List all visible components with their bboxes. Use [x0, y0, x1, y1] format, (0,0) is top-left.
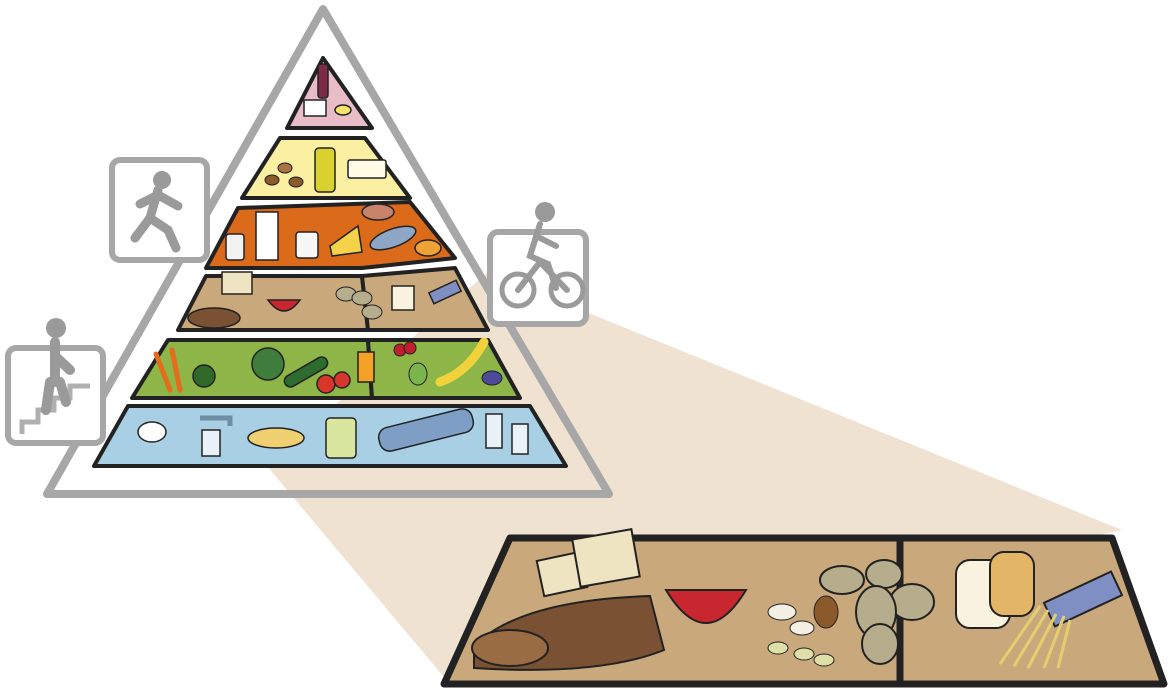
tier-water-drinks: [94, 406, 566, 466]
tomato-icon: [317, 375, 335, 393]
lettuce-icon: [252, 348, 284, 380]
egg-icon: [415, 240, 441, 256]
sliced-bread-icon: [956, 552, 1034, 628]
plums-icon: [482, 371, 502, 385]
juice-glass-icon: [358, 352, 374, 382]
tier-grains-potatoes: [178, 268, 488, 330]
oil-bottle-icon: [315, 148, 335, 192]
tier-vegetables-fruits: [132, 340, 520, 398]
cyclist-icon: [490, 202, 586, 324]
coffee-cup-icon: [138, 422, 166, 442]
butter-tub-icon: [348, 160, 386, 178]
wine-bottle-icon: [318, 64, 328, 98]
bread-loaf-icon: [188, 308, 240, 328]
meat-icon: [362, 204, 394, 220]
tier-dairy-meat-fish: [206, 202, 455, 268]
tier-fats-oils-nuts: [242, 138, 410, 198]
cake-slice-icon: [304, 100, 326, 116]
running-person-icon: [112, 160, 207, 260]
crackers-icon: [222, 272, 252, 294]
zoom-panel-grains: [444, 529, 1164, 684]
yogurt-icon: [226, 234, 244, 260]
stairs-climbing-icon: [8, 318, 103, 443]
milk-carton-icon: [256, 212, 278, 260]
water-glasses-icon: [486, 414, 502, 448]
soup-bowl-icon: [248, 428, 304, 448]
tea-jug-icon: [326, 418, 356, 458]
candy-icon: [335, 105, 351, 115]
